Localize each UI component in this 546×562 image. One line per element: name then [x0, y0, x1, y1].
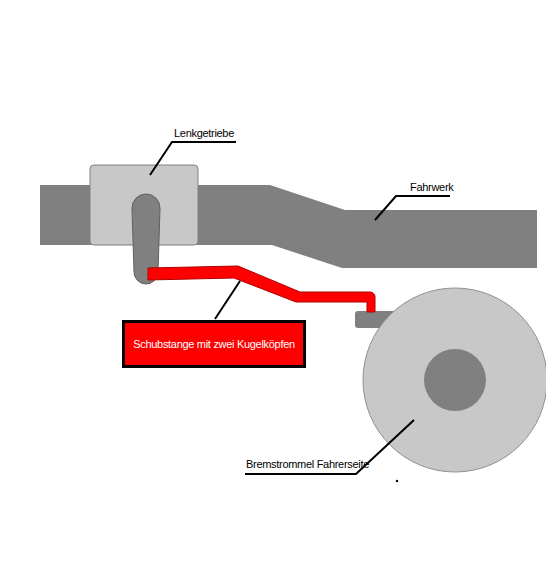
box-text: Schubstange mit zwei Kugelköpfen: [133, 338, 295, 350]
leader-line: [215, 281, 240, 319]
part-label: Fahrwerk: [410, 181, 453, 194]
leader-line: [245, 420, 414, 474]
leader-line: [375, 196, 450, 220]
part-label: Bremstrommel Fahrerseite: [246, 458, 369, 471]
drum-hub: [424, 349, 486, 411]
brake-drum: [363, 288, 546, 472]
part-label: Lenkgetriebe: [174, 127, 234, 140]
label-box: Schubstange mit zwei Kugelköpfen: [122, 320, 306, 368]
leader-line: [150, 142, 236, 175]
dot: [396, 480, 398, 482]
push-rod: [148, 266, 375, 312]
